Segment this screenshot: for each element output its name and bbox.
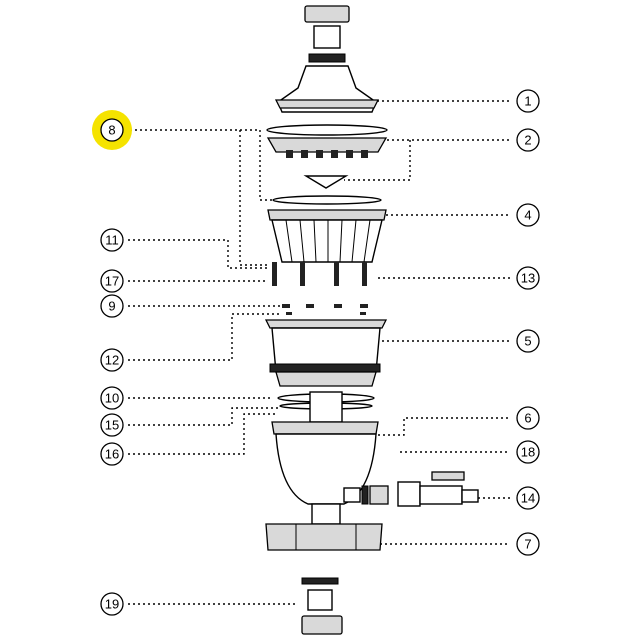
base-part-7 (265, 523, 383, 551)
top-o-ring (308, 53, 346, 63)
top-union-body (313, 25, 341, 49)
callout-19-label: 19 (105, 597, 119, 612)
basket-rim-part-4 (267, 209, 387, 221)
callout-5: 5 (516, 329, 540, 353)
center-tube (309, 391, 343, 423)
diffuser-teeth (286, 150, 368, 158)
callout-10: 10 (100, 386, 124, 410)
leader-lines (128, 100, 510, 605)
callout-11-label: 11 (105, 233, 119, 248)
ball-valve-body-14 (419, 485, 463, 505)
housing-flange-part-5 (264, 319, 388, 329)
callout-4: 4 (516, 203, 540, 227)
valve-outlet (461, 489, 479, 503)
callout-14: 14 (516, 486, 540, 510)
callout-18-label: 18 (521, 445, 535, 460)
bowl-part-6 (275, 433, 377, 505)
callouts: 1 2 4 5 6 7 8 9 10 11 12 13 14 15 16 17 … (92, 89, 540, 616)
callout-9: 9 (100, 294, 124, 318)
callout-6: 6 (516, 406, 540, 430)
callout-1: 1 (516, 89, 540, 113)
callout-14-label: 14 (521, 491, 535, 506)
diffuser-plate-part-2 (266, 137, 388, 153)
union-nut-18 (397, 481, 421, 507)
bottom-union-nut (301, 615, 343, 635)
leader-15 (128, 407, 280, 426)
outlet-fitting (343, 487, 361, 503)
housing-lower-ring (275, 371, 377, 387)
callout-13: 13 (516, 266, 540, 290)
callout-13-label: 13 (521, 271, 535, 286)
callout-15: 15 (100, 413, 124, 437)
leader-12 (128, 313, 280, 361)
callout-18: 18 (516, 440, 540, 464)
callout-7-label: 7 (524, 537, 531, 552)
housing-seal (269, 363, 381, 373)
callout-9-label: 9 (108, 299, 115, 314)
basket-ribs (285, 219, 371, 263)
leader-8-a (130, 129, 270, 266)
valve-handle (431, 471, 465, 481)
callout-1-label: 1 (524, 94, 531, 109)
leader-8-b (240, 129, 282, 201)
lid-rim (274, 99, 380, 109)
bowl-outlet (311, 503, 341, 525)
callout-4-label: 4 (524, 208, 531, 223)
bottom-o-ring (301, 577, 339, 585)
callout-12-label: 12 (105, 353, 119, 368)
callout-5-label: 5 (524, 334, 531, 349)
bolts (272, 262, 367, 286)
top-union-nut (304, 5, 350, 23)
outlet-union (369, 485, 389, 505)
outlet-o-ring (361, 485, 369, 505)
callout-2-label: 2 (524, 133, 531, 148)
callout-17-label: 17 (105, 274, 119, 289)
callout-10-label: 10 (105, 391, 119, 406)
leader-16 (128, 413, 276, 455)
leader-11 (128, 239, 268, 269)
callout-17: 17 (100, 269, 124, 293)
bowl-rim-part-6 (271, 421, 379, 435)
callout-16: 16 (100, 442, 124, 466)
callout-12: 12 (100, 348, 124, 372)
nuts-row (282, 304, 368, 315)
callout-8-highlighted: 8 (92, 110, 132, 150)
parts-artwork (264, 5, 479, 635)
leader-6 (368, 417, 510, 436)
callout-8-label: 8 (108, 123, 115, 138)
bottom-union-body-19 (307, 589, 333, 611)
leader-2-b (344, 140, 411, 181)
callout-7: 7 (516, 532, 540, 556)
callout-19: 19 (100, 592, 124, 616)
callout-15-label: 15 (105, 418, 119, 433)
callout-11: 11 (100, 228, 124, 252)
callout-2: 2 (516, 128, 540, 152)
callout-16-label: 16 (105, 447, 119, 462)
basket-o-ring (272, 195, 382, 205)
diffuser-cone (303, 175, 349, 189)
lid-gasket (266, 124, 388, 136)
callout-6-label: 6 (524, 411, 531, 426)
